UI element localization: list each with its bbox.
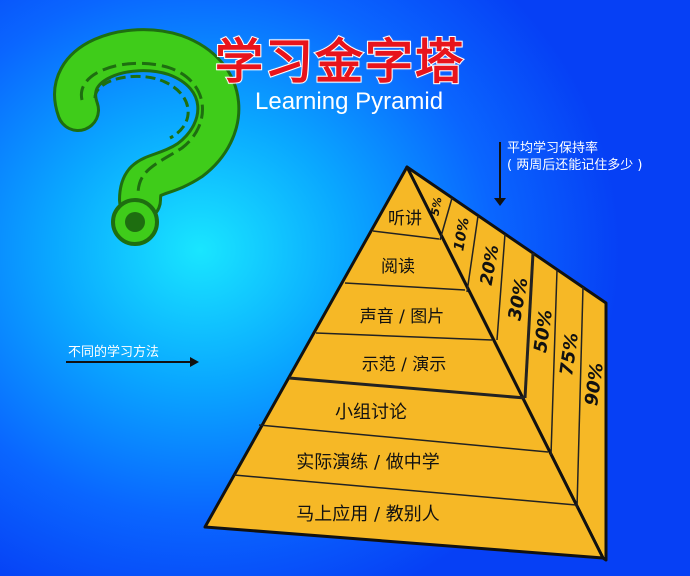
method-label: 实际演练 / 做中学 [296, 452, 440, 473]
down-arrow-icon [494, 142, 506, 206]
right-arrow-icon [66, 357, 199, 367]
method-label: 示范 / 演示 [362, 355, 447, 375]
retention-label: 10% [451, 216, 473, 252]
maze-question-mark-icon [53, 28, 241, 246]
retention-title: 平均学习保持率 [507, 141, 599, 156]
method-label: 声音 / 图片 [360, 307, 445, 327]
retention-subtitle: ( 两周后还能记住多少 ) [507, 158, 643, 173]
method-label: 马上应用 / 教别人 [296, 504, 440, 525]
methods-caption: 不同的学习方法 [68, 345, 160, 360]
method-label: 听讲 [388, 209, 422, 229]
method-label: 阅读 [381, 257, 415, 277]
page-title: 学习金字塔 [214, 33, 466, 91]
retention-caption: 平均学习保持率 ( 两周后还能记住多少 ) [507, 140, 642, 174]
layer-dividers [233, 230, 577, 506]
retention-dividers [439, 197, 584, 509]
pyramid-front-face [203, 165, 605, 560]
page-subtitle: Learning Pyramid [255, 88, 444, 115]
method-label: 小组讨论 [335, 402, 407, 423]
retention-label: 5% [429, 196, 445, 217]
